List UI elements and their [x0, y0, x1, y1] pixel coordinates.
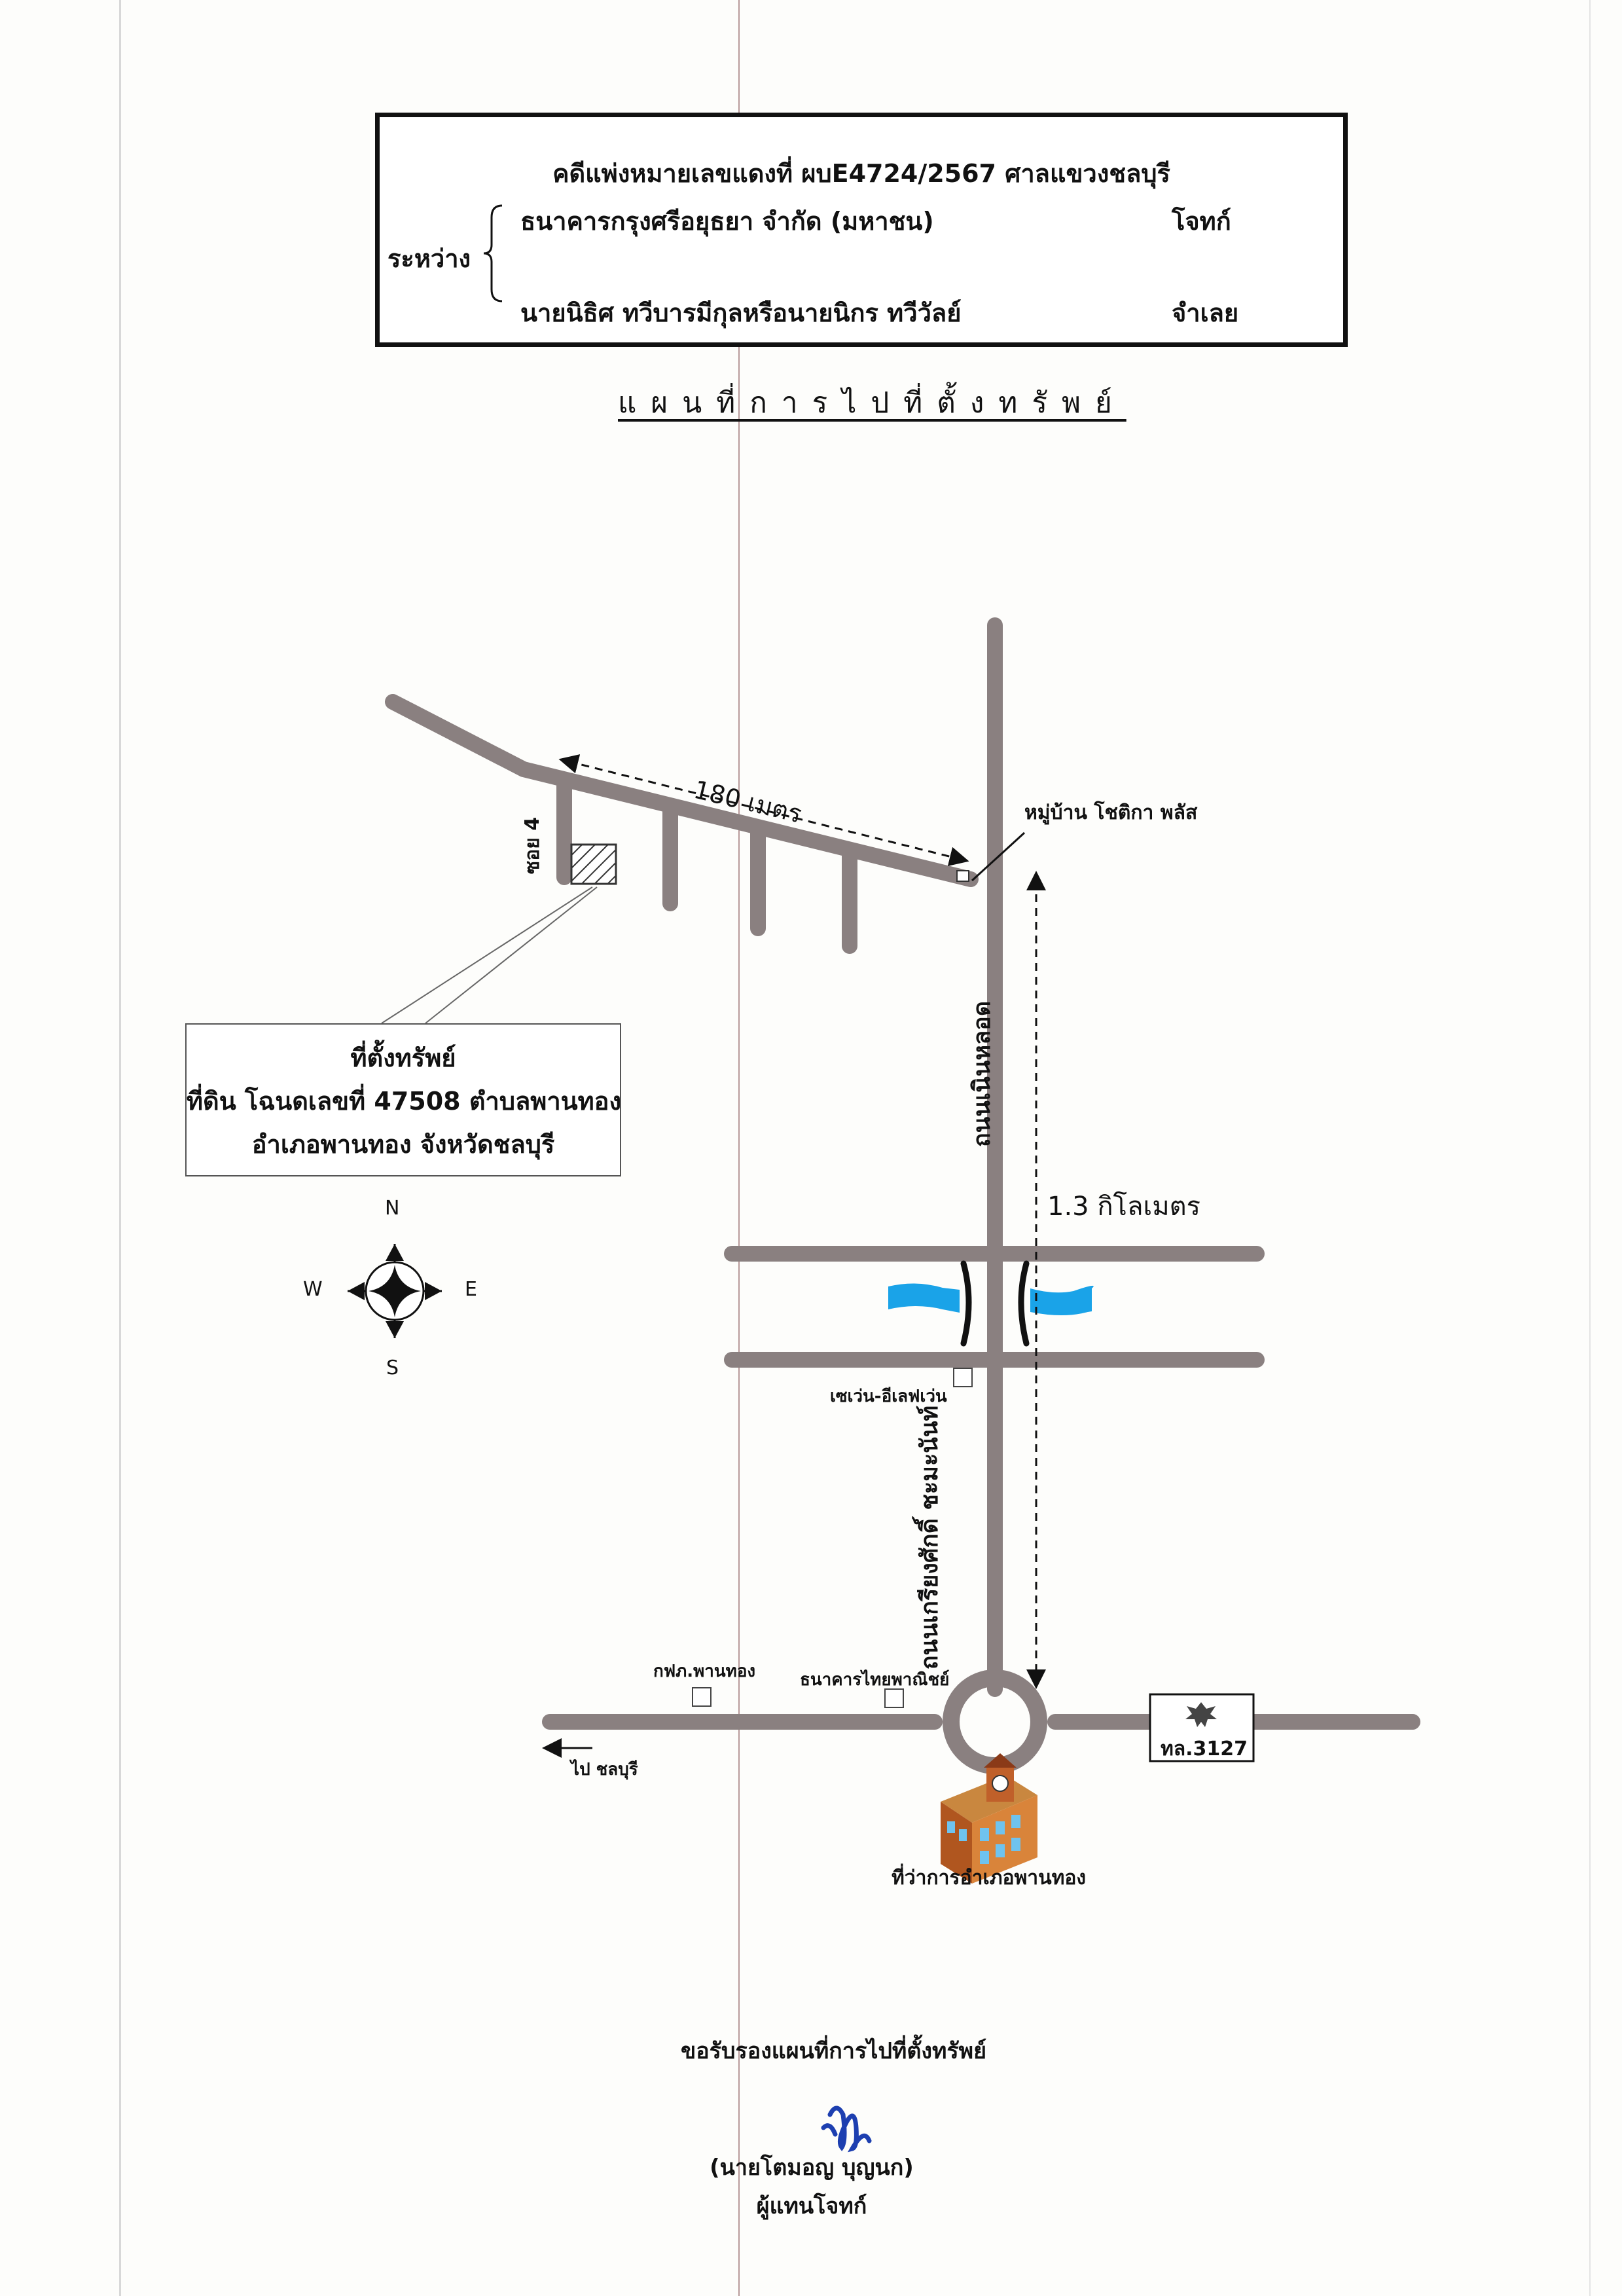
signature — [821, 2105, 872, 2153]
village-label: หมู่บ้าน โชติกา พลัส — [1024, 801, 1198, 824]
pea-marker — [692, 1687, 712, 1707]
seven-eleven-marker — [953, 1368, 973, 1387]
property-heading: ที่ตั้งทรัพย์ — [350, 1044, 456, 1072]
party-brace — [483, 204, 503, 302]
fold-line — [738, 0, 740, 2296]
bank-label: ธนาคารไทยพาณิชย์ — [800, 1670, 950, 1690]
canal-west — [888, 1283, 960, 1313]
signer-name: (นายโตมอญ บุญนก) — [710, 2155, 914, 2181]
pea-label: กฟภ.พานทอง — [653, 1662, 756, 1681]
road-label-south: ถนนเกรียงศักดิ์ ชะมะนันท์ — [916, 1405, 944, 1670]
village-leader — [971, 831, 1026, 882]
compass-s: S — [386, 1357, 399, 1379]
village-marker — [956, 870, 969, 882]
distance-label-main: 1.3 กิโลเมตร — [1047, 1192, 1201, 1222]
garuda-emblem-icon — [1185, 1702, 1217, 1727]
defendant-name: นายนิธิศ ทวีบารมีกุลหรือนายนิกร ทวีวัลย์ — [520, 299, 962, 327]
certification-text: ขอรับรองแผนที่การไปที่ตั้งทรัพย์ — [681, 2038, 987, 2064]
plaintiff-name: ธนาคารกรุงศรีอยุธยา จำกัด (มหาชน) — [520, 207, 934, 236]
property-line-1: ที่ดิน โฉนดเลขที่ 47508 ตำบลพานทอง — [187, 1087, 622, 1116]
map-title: แผนที่การไปที่ตั้งทรัพย์ — [618, 386, 1126, 420]
compass-e: E — [465, 1278, 477, 1301]
bank-marker — [884, 1688, 904, 1708]
case-title: คดีแพ่งหมายเลขแดงที่ ผบE4724/2567 ศาลแขว… — [552, 159, 1170, 188]
property-line-2: อำเภอพานทอง จังหวัดชลบุรี — [251, 1130, 555, 1159]
distance-arrow-soi — [558, 754, 969, 866]
seven-eleven-label: เซเว่น-อีเลฟเว่น — [830, 1387, 947, 1406]
signer-role: ผู้แทนโจทก์ — [756, 2193, 867, 2219]
between-label: ระหว่าง — [387, 244, 471, 273]
property-callout: ที่ตั้งทรัพย์ ที่ดิน โฉนดเลขที่ 47508 ตำ… — [185, 1023, 621, 1176]
case-header-box: คดีแพ่งหมายเลขแดงที่ ผบE4724/2567 ศาลแขว… — [375, 113, 1348, 347]
compass-w: W — [303, 1278, 323, 1301]
district-office-label: ที่ว่าการอำเภอพานทอง — [892, 1867, 1087, 1889]
bridge-icon — [960, 1260, 1030, 1347]
compass-rose-icon — [348, 1244, 442, 1338]
compass-n: N — [385, 1197, 400, 1220]
plaintiff-role: โจทก์ — [1172, 207, 1231, 236]
road-label-north: ถนนเนินหลอด — [969, 1000, 996, 1148]
property-plot — [570, 843, 617, 885]
district-office-icon — [941, 1753, 1037, 1884]
highway-label: ทล.3127 — [1161, 1738, 1248, 1760]
defendant-role: จำเลย — [1172, 299, 1239, 327]
soi-4-label: ซอย 4 — [521, 816, 545, 875]
page-edge-left — [119, 0, 121, 2296]
to-chonburi-label: ไป ชลบุรี — [571, 1760, 638, 1779]
page-edge-right — [1589, 0, 1591, 2296]
